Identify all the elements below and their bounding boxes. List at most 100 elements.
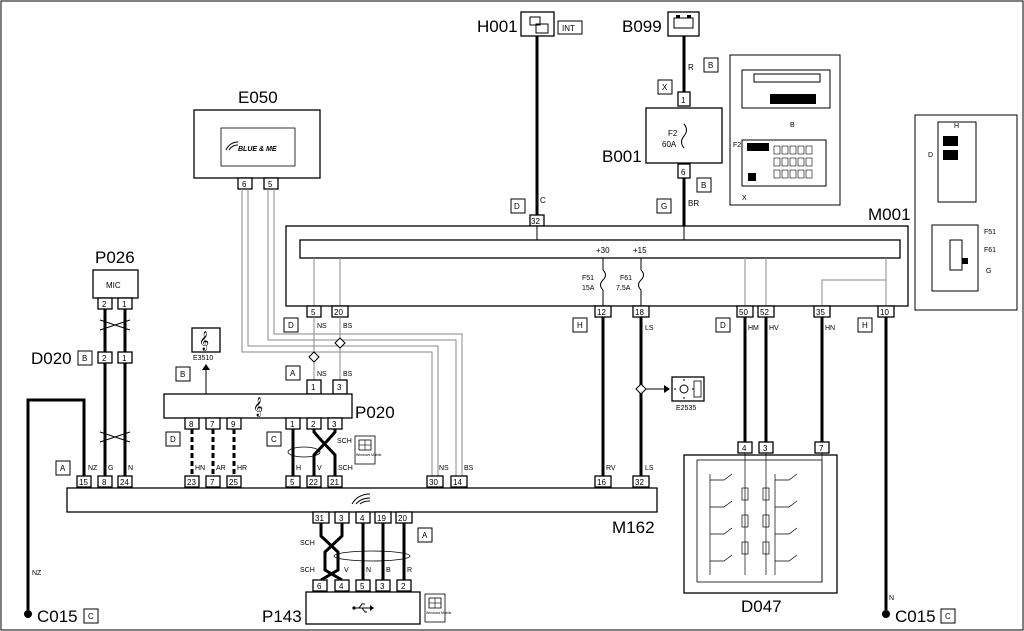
svg-text:C: C [88,612,94,621]
component-b099[interactable]: B099 [622,11,700,37]
e050-label: E050 [238,88,278,107]
svg-text:H: H [954,123,959,130]
tag-m001-g: G [661,202,667,211]
tag-m001-d: D [514,202,520,211]
d047-label: D047 [741,597,782,616]
tag-m001-h-left: H [577,321,583,330]
component-e050[interactable]: BLUE & ME E050 6 5 [193,88,321,190]
svg-text:V: V [344,567,349,574]
svg-text:31: 31 [315,514,324,523]
svg-text:7,5A: 7,5A [616,285,631,292]
svg-text:X: X [742,195,747,202]
svg-text:NS: NS [439,465,449,472]
svg-text:HM: HM [748,325,759,332]
component-p020[interactable]: 1 3 𝄞 P020 8 7 9 1 2 3 [163,379,395,430]
wire-b099-r: R [688,63,694,72]
h001-tag: INT [562,24,575,33]
component-p143[interactable]: 6 4 5 3 2 P143 [262,579,421,626]
svg-text:22: 22 [309,478,318,487]
svg-text:Windows Mobile: Windows Mobile [426,611,452,615]
music-note-icon: 𝄞 [199,331,209,351]
svg-text:10: 10 [880,308,889,317]
svg-text:B: B [790,122,795,129]
component-m162[interactable]: 15 8 24 23 7 25 5 22 21 30 14 16 32 M162… [66,475,658,537]
tag-p020-d2: D [170,435,176,444]
svg-text:15A: 15A [582,285,595,292]
svg-text:16: 16 [597,478,606,487]
component-d020[interactable]: 2 1 D020 B [31,349,133,368]
svg-text:19: 19 [377,514,386,523]
component-m001[interactable]: +30 +15 M001 F51 15A F61 7,5A [285,205,911,307]
svg-text:BS: BS [343,323,353,330]
svg-text:MIC: MIC [106,281,121,290]
svg-text:32: 32 [531,217,540,226]
svg-text:52: 52 [760,308,769,317]
svg-text:21: 21 [330,478,339,487]
h001-label: H001 [477,17,518,36]
svg-text:H: H [296,465,301,472]
ground-c015-right[interactable]: C015 C [882,607,956,626]
svg-text:Windows Mobile: Windows Mobile [356,453,382,457]
svg-text:20: 20 [334,308,343,317]
svg-text:AR: AR [216,465,226,472]
component-h001[interactable]: H001 INT [477,11,583,37]
tag-m162-a: A [60,464,66,473]
ground-c015-left[interactable]: C015 C [24,607,99,626]
svg-text:SCH: SCH [300,540,315,547]
svg-text:8: 8 [102,478,107,487]
p020-label: P020 [355,403,395,422]
component-d047[interactable]: 4 3 7 D047 [683,441,838,616]
svg-text:SCH: SCH [338,465,353,472]
wire-h001-c: C [540,196,546,205]
svg-text:N: N [366,567,371,574]
tag-p020-c: C [271,435,277,444]
svg-text:7: 7 [819,444,824,453]
svg-text:RV: RV [606,465,616,472]
b001-label: B001 [602,147,642,166]
tag-e3510-b: B [180,370,185,379]
tag-m162-a2: A [422,531,428,540]
svg-text:12: 12 [597,308,606,317]
tag-m001-d-right: D [720,321,726,330]
wire-b001-br: BR [688,199,699,208]
svg-text:F2: F2 [733,142,741,149]
svg-text:32: 32 [635,478,644,487]
svg-text:2: 2 [102,300,107,309]
svg-text:5: 5 [311,308,316,317]
p143-label: P143 [262,607,302,626]
svg-text:G: G [986,268,991,275]
windows-mobile-badge: Windows Mobile [354,435,382,465]
usb-icon [352,603,374,613]
svg-text:2: 2 [311,420,316,429]
svg-text:SCH: SCH [337,438,352,445]
svg-text:7: 7 [210,420,215,429]
switch-matrix-icon [709,453,823,582]
svg-text:4: 4 [360,514,365,523]
svg-text:F51: F51 [984,229,996,236]
svg-text:15: 15 [79,478,88,487]
b001-fuse-rating: 60A [662,140,677,149]
svg-text:6: 6 [242,180,247,189]
b001-fuse-label: F2 [668,129,678,138]
component-b001[interactable]: 1 F2 60A 6 B001 [602,91,723,179]
svg-text:5: 5 [290,478,295,487]
component-p026[interactable]: MIC P026 2 1 [92,248,139,310]
svg-text:R: R [407,567,412,574]
component-e3510[interactable]: 𝄞 E3510 [191,327,221,362]
svg-text:HN: HN [195,465,205,472]
svg-text:NZ: NZ [88,465,98,472]
svg-text:LS: LS [645,465,654,472]
component-e2535[interactable]: E2535 [671,376,705,412]
svg-text:G: G [108,465,113,472]
svg-text:SCH: SCH [300,567,315,574]
svg-text:1: 1 [290,420,295,429]
svg-text:D: D [928,152,933,159]
svg-text:1: 1 [122,354,127,363]
svg-text:24: 24 [120,478,129,487]
c015-right-label: C015 [895,607,936,626]
tag-b001-x: X [662,83,668,92]
svg-text:1: 1 [681,96,686,105]
svg-text:2: 2 [401,582,406,591]
svg-text:18: 18 [635,308,644,317]
